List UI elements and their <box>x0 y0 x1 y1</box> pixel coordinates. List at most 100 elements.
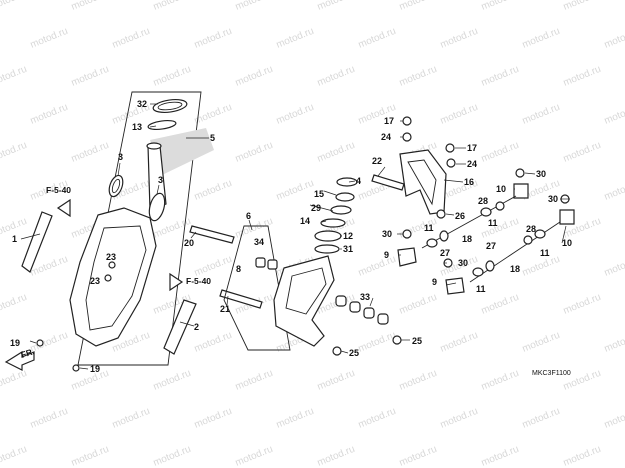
watermark-text: motod.ru <box>193 178 234 203</box>
watermark-text: motod.ru <box>603 26 625 51</box>
callout-17-right: 17 <box>467 143 477 153</box>
callout-19-left: 19 <box>10 338 20 348</box>
watermark-text: motod.ru <box>316 444 357 468</box>
watermark-text: motod.ru <box>439 26 480 51</box>
callout-15: 15 <box>314 189 324 199</box>
ref-f540-upper: F-5-40 <box>46 185 71 195</box>
watermark-text: motod.ru <box>111 406 152 431</box>
callout-4: 4 <box>356 176 361 186</box>
watermark-text: motod.ru <box>0 64 29 89</box>
callout-6: 6 <box>246 211 251 221</box>
watermark-text: motod.ru <box>29 26 70 51</box>
watermark-text: motod.ru <box>480 64 521 89</box>
callout-26: 26 <box>455 211 465 221</box>
watermark-text: motod.ru <box>603 330 625 355</box>
watermark-text: motod.ru <box>193 330 234 355</box>
callout-8: 8 <box>236 264 241 274</box>
watermark-text: motod.ru <box>480 140 521 165</box>
watermark-text: motod.ru <box>480 444 521 468</box>
watermark-text: motod.ru <box>398 64 439 89</box>
callout-5: 5 <box>210 133 215 143</box>
callout-23-lower: 23 <box>90 276 100 286</box>
callout-9-upper: 9 <box>384 250 389 260</box>
watermark-text: motod.ru <box>398 292 439 317</box>
callout-21: 21 <box>220 304 230 314</box>
watermark-text: motod.ru <box>316 368 357 393</box>
callout-27-lower: 27 <box>486 241 496 251</box>
callout-10-lower: 10 <box>562 238 572 248</box>
reference-labels: F-5-40 F-5-40 FR. MKC3F1100 <box>20 185 571 377</box>
callout-22: 22 <box>372 156 382 166</box>
watermark-text: motod.ru <box>316 0 357 13</box>
watermark-text: motod.ru <box>521 26 562 51</box>
watermark-text: motod.ru <box>562 0 603 13</box>
tie-rod-assembly <box>371 116 575 295</box>
watermark-text: motod.ru <box>0 444 29 468</box>
watermark-text: motod.ru <box>521 102 562 127</box>
watermark-text: motod.ru <box>0 292 29 317</box>
callout-labels: 1 2 3 3 4 5 6 8 9 9 10 10 11 11 11 11 12… <box>10 99 572 374</box>
callout-11-c: 11 <box>476 284 486 294</box>
callout-9-lower: 9 <box>432 277 437 287</box>
callout-28-upper: 28 <box>478 196 488 206</box>
watermark-text: motod.ru <box>111 26 152 51</box>
watermark-text: motod.ru <box>603 406 625 431</box>
callout-28-lower: 28 <box>526 224 536 234</box>
callout-3-lower: 3 <box>158 175 163 185</box>
watermark-text: motod.ru <box>152 0 193 13</box>
watermark-text: motod.ru <box>480 0 521 13</box>
front-direction-label: FR. <box>20 346 36 360</box>
callout-16: 16 <box>464 177 474 187</box>
callout-31: 31 <box>343 244 353 254</box>
watermark-text: motod.ru <box>234 444 275 468</box>
watermark-text: motod.ru <box>521 330 562 355</box>
leader-lines <box>20 103 570 370</box>
watermark-text: motod.ru <box>152 64 193 89</box>
watermark-text: motod.ru <box>603 102 625 127</box>
callout-13: 13 <box>132 122 142 132</box>
watermark-text: motod.ru <box>357 406 398 431</box>
callout-20: 20 <box>184 238 194 248</box>
callout-24-left: 24 <box>381 132 391 142</box>
watermark-text: motod.ru <box>234 140 275 165</box>
callout-3-upper: 3 <box>118 152 123 162</box>
watermark-text: motod.ru <box>193 406 234 431</box>
watermark-text: motod.ru <box>316 140 357 165</box>
callout-11-b: 11 <box>488 218 498 228</box>
watermark-text: motod.ru <box>275 178 316 203</box>
watermark-text: motod.ru <box>193 26 234 51</box>
watermark-text: motod.ru <box>234 368 275 393</box>
watermark-text: motod.ru <box>480 292 521 317</box>
watermark-text: motod.ru <box>480 216 521 241</box>
watermark-text: motod.ru <box>152 368 193 393</box>
callout-11-a: 11 <box>424 223 434 233</box>
watermark-text: motod.ru <box>193 102 234 127</box>
watermark-text: motod.ru <box>234 64 275 89</box>
callout-30-c: 30 <box>536 169 546 179</box>
watermark-text: motod.ru <box>562 64 603 89</box>
callout-10-upper: 10 <box>496 184 506 194</box>
callout-14: 14 <box>300 216 310 226</box>
callout-18-lower: 18 <box>510 264 520 274</box>
callout-11-d: 11 <box>540 248 550 258</box>
watermark-text: motod.ru <box>439 406 480 431</box>
watermark-text: motod.ru <box>357 330 398 355</box>
steering-stem-assembly <box>189 177 402 356</box>
watermark-text: motod.ru <box>439 330 480 355</box>
callout-33: 33 <box>360 292 370 302</box>
watermark-text: motod.ru <box>234 0 275 13</box>
watermark-text: motod.ru <box>275 26 316 51</box>
callout-25-right: 25 <box>412 336 422 346</box>
watermark-text: motod.ru <box>0 140 29 165</box>
callout-2: 2 <box>194 322 199 332</box>
watermark-text: motod.ru <box>603 254 625 279</box>
watermark-text: motod.ru <box>316 64 357 89</box>
watermark-text: motod.ru <box>439 102 480 127</box>
callout-12: 12 <box>343 231 353 241</box>
watermark-text: motod.ru <box>70 140 111 165</box>
watermark-text: motod.ru <box>0 0 29 13</box>
callout-30-a: 30 <box>382 229 392 239</box>
callout-32: 32 <box>137 99 147 109</box>
callout-24-right: 24 <box>467 159 477 169</box>
